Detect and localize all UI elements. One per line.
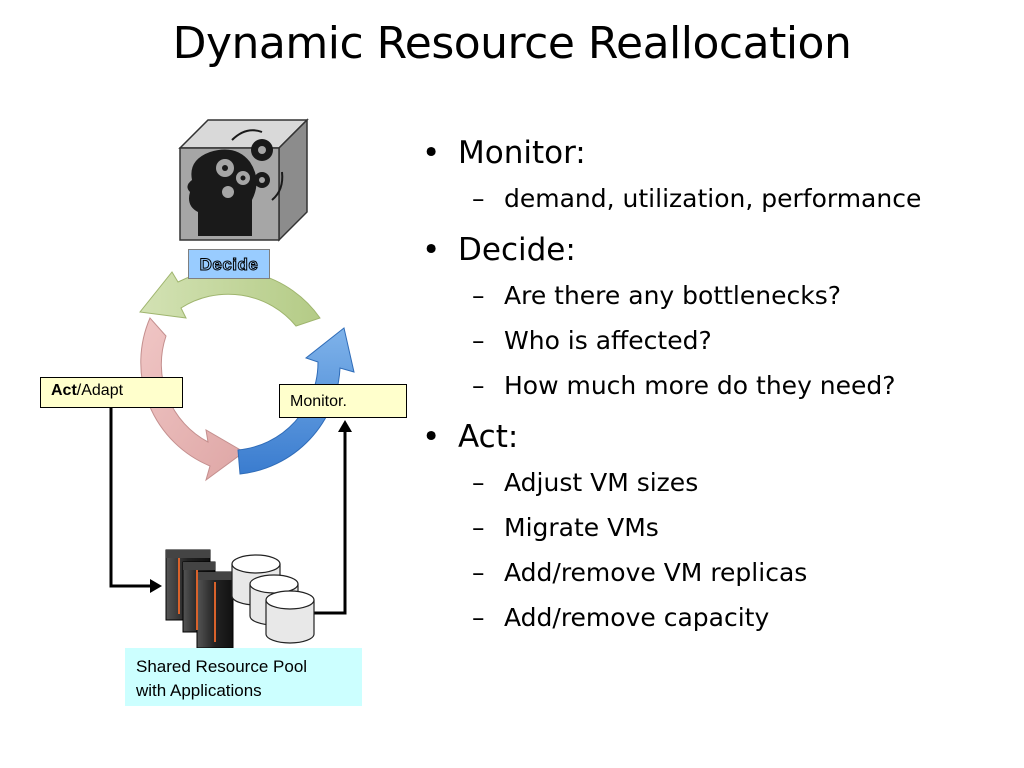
sub-bullet: demand, utilization, performance <box>420 176 1010 221</box>
storage-cylinders-icon <box>231 554 315 644</box>
sub-bullet: How much more do they need? <box>420 363 1010 408</box>
pool-label-line-2: with Applications <box>136 681 262 700</box>
brain-cube-icon <box>178 118 309 242</box>
act-adapt-box: Act/Adapt <box>40 377 183 408</box>
bullet-monitor-label: Monitor: <box>420 130 1010 176</box>
connector-lines <box>109 408 352 615</box>
sub-bullet: Adjust VM sizes <box>420 460 1010 505</box>
sub-bullet: Who is affected? <box>420 318 1010 363</box>
act-label: Act <box>51 382 77 399</box>
bullet-decide: Decide: Are there any bottlenecks? Who i… <box>420 227 1010 408</box>
adapt-label: /Adapt <box>76 382 124 399</box>
sub-bullet: Add/remove VM replicas <box>420 550 1010 595</box>
bullet-act-label: Act: <box>420 414 1010 460</box>
monitor-arrow <box>237 327 355 475</box>
bullet-act: Act: Adjust VM sizes Migrate VMs Add/rem… <box>420 414 1010 640</box>
bullet-list: Monitor: demand, utilization, performanc… <box>420 130 1010 640</box>
monitor-label: Monitor. <box>290 393 347 410</box>
sub-bullet: Migrate VMs <box>420 505 1010 550</box>
bullet-decide-label: Decide: <box>420 227 1010 273</box>
pool-label-line-1: Shared Resource Pool <box>136 657 308 676</box>
sub-bullet: Add/remove capacity <box>420 595 1010 640</box>
bullet-monitor: Monitor: demand, utilization, performanc… <box>420 130 1010 221</box>
decide-label: Decide <box>199 255 259 275</box>
decide-box: Decide <box>188 249 270 279</box>
monitor-box: Monitor. <box>279 384 407 418</box>
resource-pool-box: Shared Resource Pool with Applications <box>125 648 362 706</box>
sub-bullet: Are there any bottlenecks? <box>420 273 1010 318</box>
server-rack-icon <box>165 549 234 649</box>
decide-arrow <box>139 269 321 327</box>
slide-title: Dynamic Resource Reallocation <box>172 18 852 69</box>
